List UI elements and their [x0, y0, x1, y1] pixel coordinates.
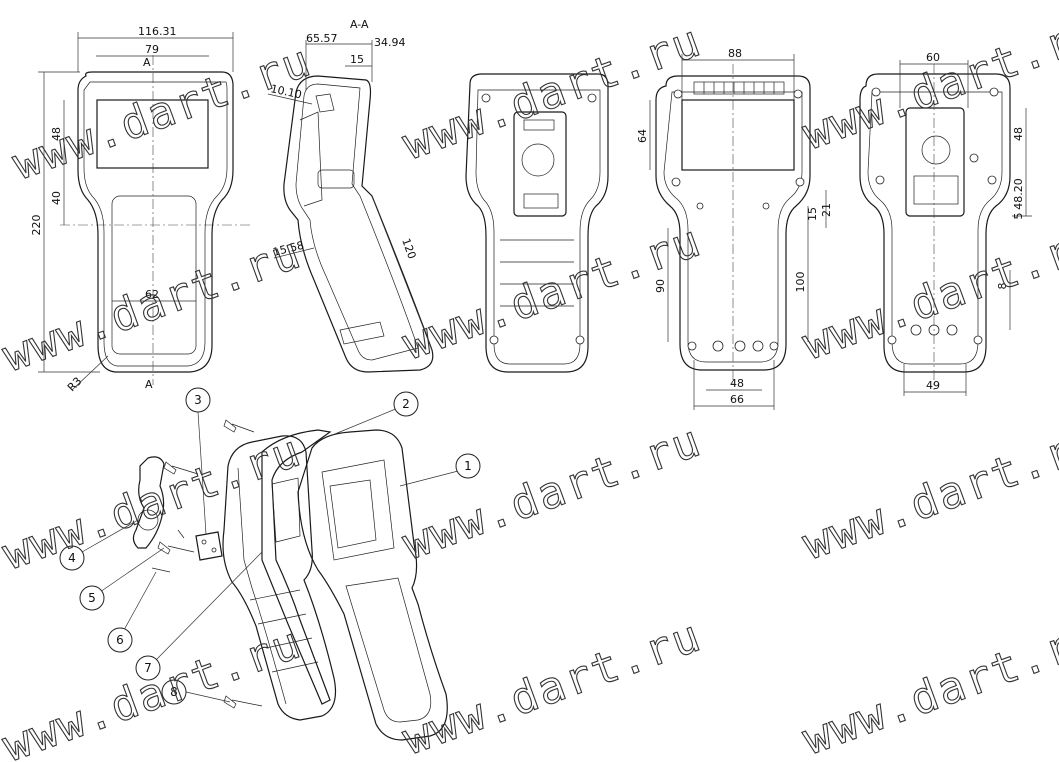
dim-front-bottom: 62	[145, 288, 159, 301]
watermark-1: www.dart.ru	[6, 35, 318, 190]
section-title: A-A	[350, 18, 369, 31]
exploded-assembly: 3 2 1 4 5 6 7 8	[59, 387, 481, 741]
dim-top-21: 21	[820, 203, 833, 217]
dim-top-90: 90	[654, 279, 667, 293]
dim-top-15: 15	[806, 207, 819, 221]
back-view: 60 48 48.20 5 8 49	[859, 51, 1032, 396]
dim-sec-1010: 10.10	[269, 82, 303, 101]
watermarks: www.dart.ru www.dart.ru www.dart.ru www.…	[0, 5, 1059, 762]
section-label-bottom: A	[145, 378, 153, 391]
back-iso-view	[465, 73, 609, 373]
watermark-9: www.dart.ru	[796, 415, 1059, 570]
dim-sec-3494: 34.94	[374, 36, 406, 49]
watermark-6: www.dart.ru	[796, 215, 1059, 370]
dim-front-radius: R3	[65, 375, 85, 395]
dim-sec-total: 65.57	[306, 32, 338, 45]
balloon-7: 7	[144, 661, 152, 675]
balloon-2: 2	[402, 397, 410, 411]
watermark-10: www.dart.ru	[0, 617, 308, 762]
watermark-12: www.dart.ru	[796, 610, 1059, 762]
watermark-4: www.dart.ru	[0, 227, 308, 382]
dim-sec-120: 120	[399, 237, 418, 261]
dim-back-60: 60	[926, 51, 940, 64]
dim-front-height: 220	[30, 215, 43, 236]
dim-back-5: 5	[1012, 213, 1025, 220]
section-label-top: A	[143, 56, 151, 69]
balloon-4: 4	[68, 551, 76, 565]
top-view: 88 64 90 100 15 21 48 66	[636, 47, 833, 410]
dim-sec-15: 15	[350, 53, 364, 66]
dim-front-screen: 48	[50, 127, 63, 141]
top-connector-row	[693, 81, 785, 95]
dim-front-gap: 40	[50, 191, 63, 205]
balloon-6: 6	[116, 633, 124, 647]
watermark-8: www.dart.ru	[396, 415, 708, 570]
dim-top-100: 100	[794, 272, 807, 293]
dim-top-64: 64	[636, 129, 649, 143]
dim-top-48: 48	[730, 377, 744, 390]
front-view: 116.31 79 A A 220 48 40 62 R3	[30, 25, 250, 394]
dim-top-66: 66	[730, 393, 744, 406]
dim-back-49: 49	[926, 379, 940, 392]
watermark-2: www.dart.ru	[396, 15, 708, 170]
balloon-1: 1	[464, 459, 472, 473]
dim-back-8: 8	[996, 283, 1009, 290]
balloon-3: 3	[194, 393, 202, 407]
balloon-5: 5	[88, 591, 96, 605]
dim-top-88: 88	[728, 47, 742, 60]
balloon-8: 8	[170, 685, 178, 699]
dim-front-inner: 79	[145, 43, 159, 56]
dim-back-48: 48	[1012, 127, 1025, 141]
dim-back-4820: 48.20	[1012, 178, 1025, 210]
dim-front-width: 116.31	[138, 25, 177, 38]
